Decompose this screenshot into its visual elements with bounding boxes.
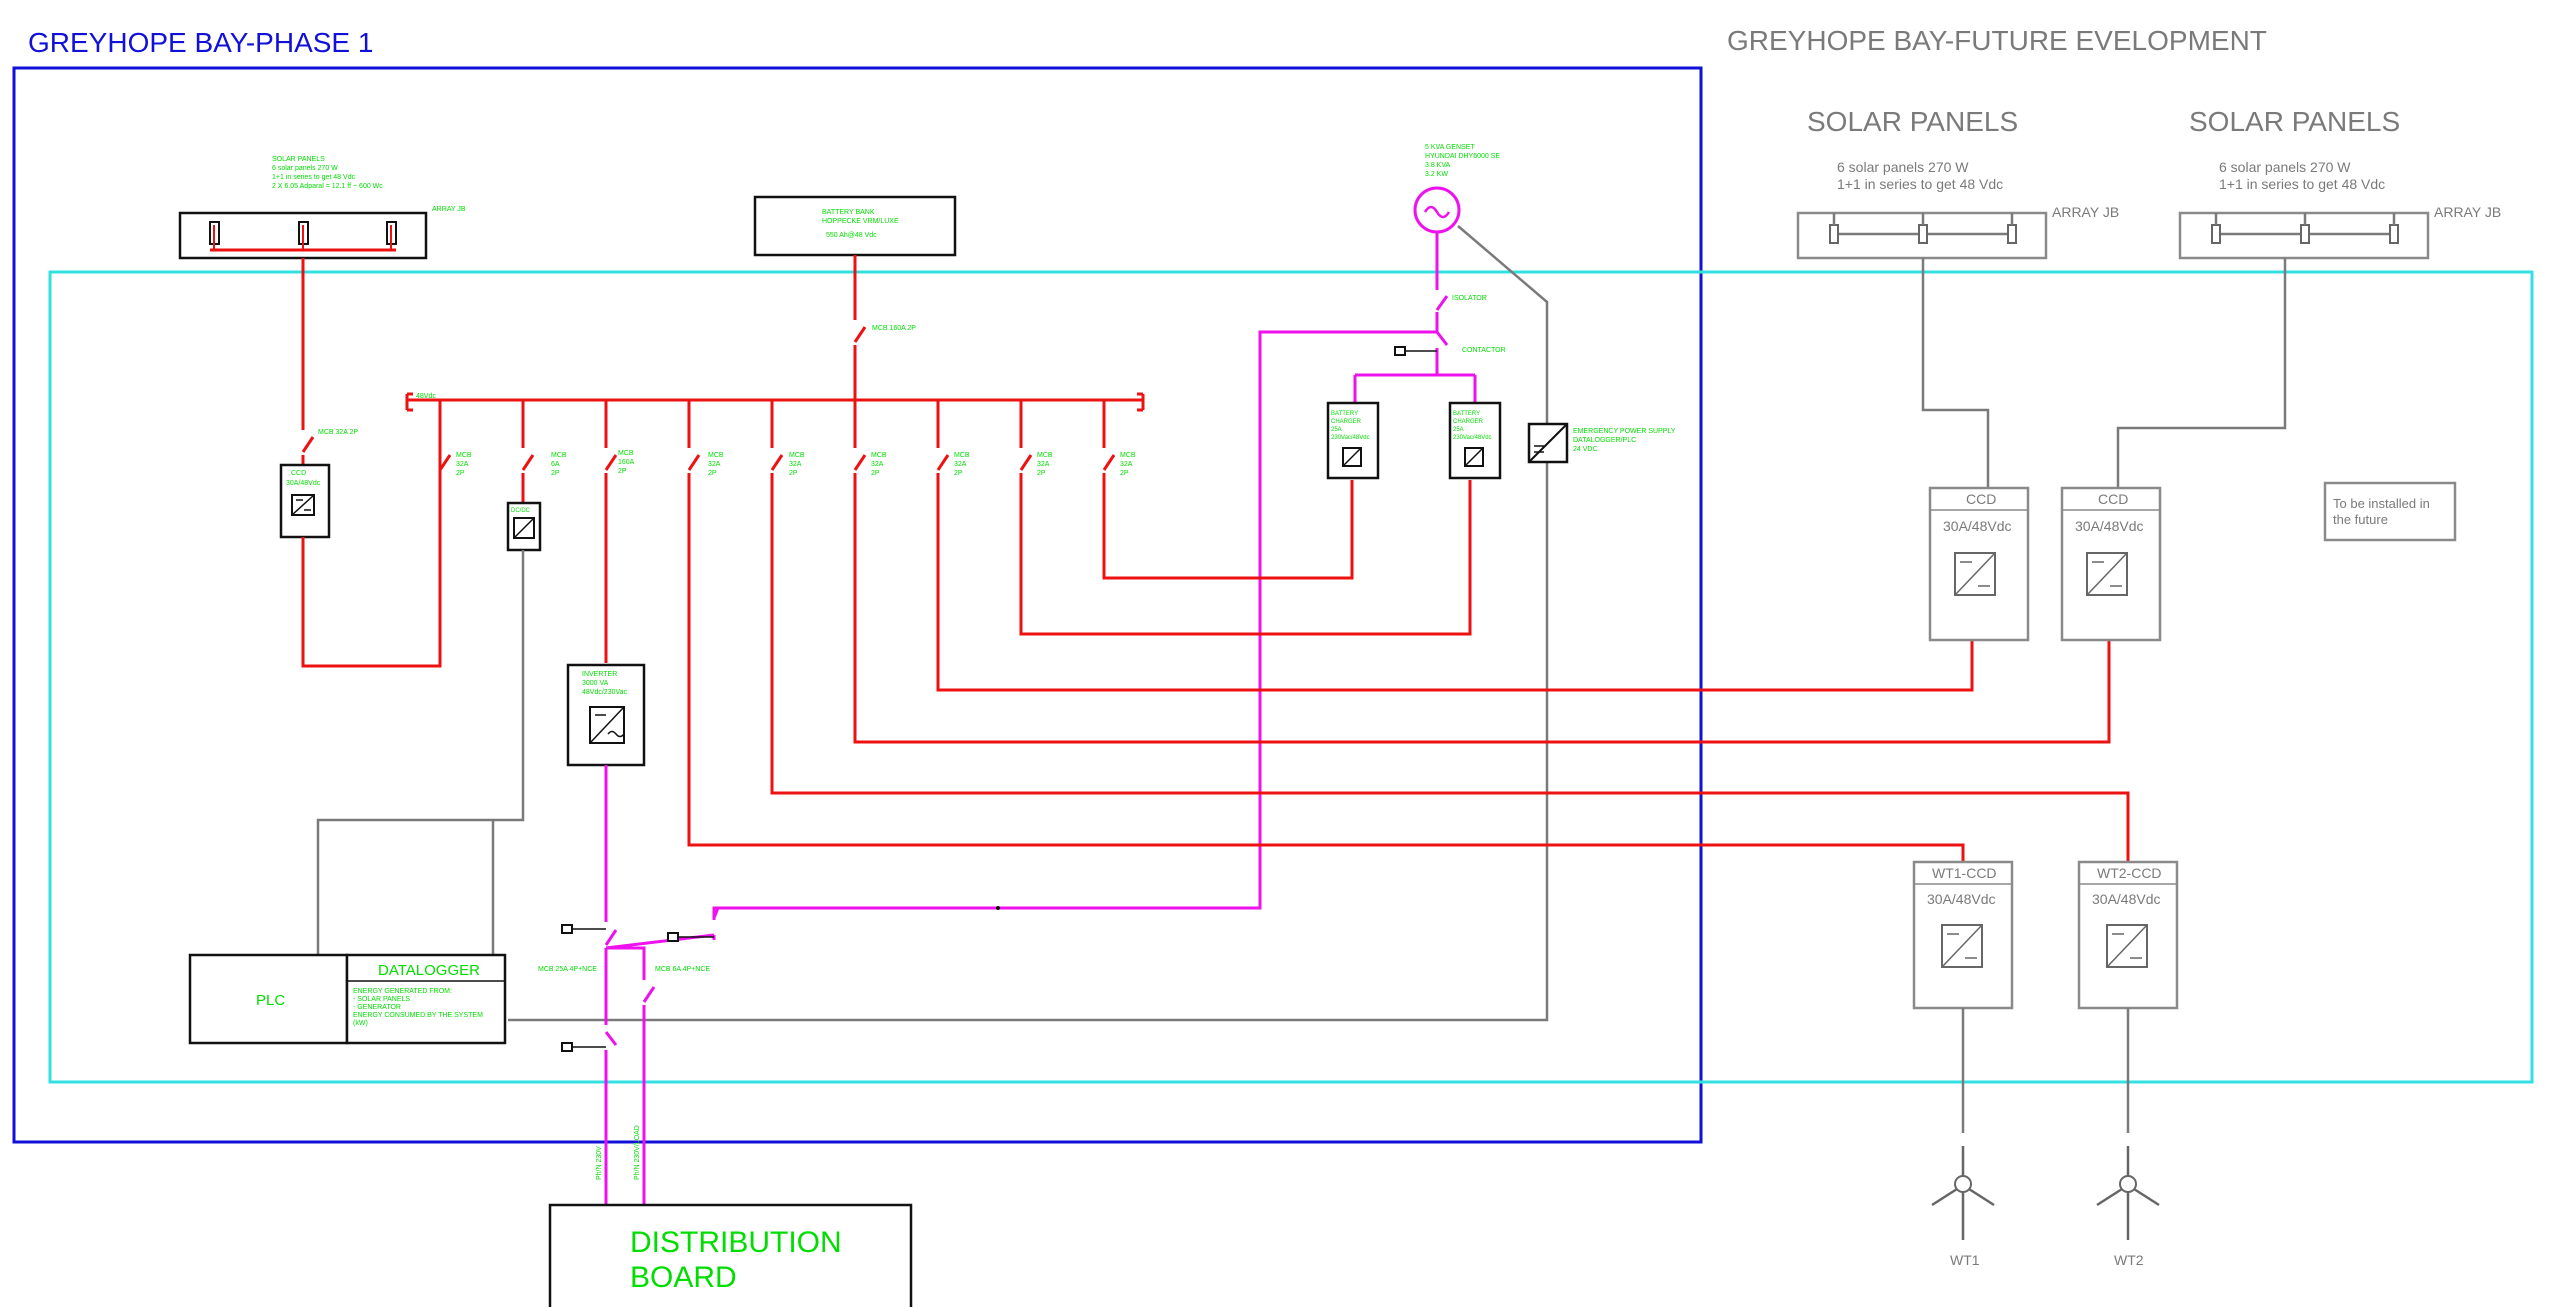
eps-icon [1527, 422, 1569, 464]
wind-turbine-icon-2 [2096, 1146, 2160, 1240]
future-ccd2-spec: 30A/48Vdc [2075, 518, 2144, 534]
wt1-ccd-title: WT1-CCD [1932, 865, 1997, 881]
sine-icon [1423, 205, 1451, 219]
dcdc-signal [316, 550, 525, 955]
datalogger-lines: ENERGY GENERATED FROM: - SOLAR PANELS - … [353, 988, 485, 1027]
dcdc-converter-icon [513, 517, 535, 539]
coil-2 [667, 932, 679, 942]
load-ac-line [606, 946, 656, 1205]
future-solar-right-lines: 6 solar panels 270 W 1+1 in series to ge… [2219, 159, 2385, 192]
future-note-box [2323, 481, 2457, 542]
wt1-ccd-spec: 30A/48Vdc [1927, 891, 1996, 907]
out-label-1: Ph/N 230V [596, 1146, 603, 1180]
future-note: To be installed in the future [2333, 496, 2433, 527]
ccd-mcb-label: MCB 32A 2P [318, 429, 358, 436]
genset-label: 5 KVA GENSET HYUNDAI DHY6000 SE 3.8 KVA … [1425, 144, 1502, 178]
future-solar-right-jb [2178, 211, 2430, 260]
wind-turbine-icon-1 [1931, 1146, 1995, 1240]
wt1-ccd [1912, 860, 2014, 1010]
future-solar-left-jb-label: ARRAY JB [2052, 204, 2119, 220]
phase1-frame [12, 66, 1703, 1144]
wt1-label: WT1 [1950, 1252, 1980, 1268]
busbar [405, 392, 1145, 412]
future-solar-left-lines: 6 solar panels 270 W 1+1 in series to ge… [1837, 159, 2003, 192]
battery-label: BATTERY BANK HOPPECKE VRM/LUXE 550 Ah@48… [822, 209, 901, 239]
future-solar-left-jb [1796, 211, 2048, 260]
mcb-out-1: MCB 25A 4P+NCE [538, 966, 597, 973]
future-ccd2 [2060, 486, 2162, 642]
dcdc-label: DC/DC [511, 508, 531, 514]
battery-mcb-switch [853, 255, 867, 400]
mcb-out-2: MCB 6A 4P+NCE [655, 966, 710, 973]
isolator-switch [1435, 232, 1449, 332]
solar-left-to-ccd1 [1921, 258, 1990, 488]
wt2-label: WT2 [2114, 1252, 2144, 1268]
mcb-switches [440, 400, 2130, 870]
wt2-ccd-spec: 30A/48Vdc [2092, 891, 2161, 907]
future-ccd1 [1928, 486, 2030, 642]
future-solar-right-title: SOLAR PANELS [2189, 106, 2400, 137]
future-ccd2-title: CCD [2098, 491, 2128, 507]
future-solar-left-title: SOLAR PANELS [1807, 106, 2018, 137]
genset-ac-line [712, 330, 1437, 920]
out-label-2: Ph/N 230V/LOAD [634, 1125, 641, 1180]
inverter-ac-line [604, 765, 618, 1205]
charger-1 [1326, 401, 1380, 480]
solar-array-jb [178, 211, 428, 260]
charger-2-icon [1464, 447, 1484, 467]
ccd-to-bus [301, 400, 442, 668]
wt2-ccd-title: WT2-CCD [2097, 865, 2162, 881]
future-title: GREYHOPE BAY-FUTURE EVELOPMENT [1727, 25, 2267, 56]
inverter-icon [589, 706, 625, 744]
genset-signal-line [508, 225, 1549, 1022]
contactor-coil [1394, 346, 1406, 356]
phase1-title: GREYHOPE BAY-PHASE 1 [28, 27, 373, 58]
datalogger-title: DATALOGGER [378, 962, 480, 979]
ccd-mcb-switch [301, 258, 315, 465]
array-jb-label: ARRAY JB [432, 206, 466, 213]
distribution-board [548, 1203, 913, 1307]
busbar-label: 48Vdc [416, 393, 436, 400]
contactor-label: CONTACTOR [1462, 347, 1506, 354]
future-solar-right-jb-label: ARRAY JB [2434, 204, 2501, 220]
converter-icon [291, 494, 315, 516]
plc-label: PLC [256, 992, 285, 1009]
future-ccd1-title: CCD [1966, 491, 1996, 507]
solar-label: SOLAR PANELS 6 solar panels 270 W 1+1 in… [272, 156, 383, 190]
coil-1 [561, 924, 573, 934]
coil-3 [561, 1042, 573, 1052]
distribution-label: DISTRIBUTION BOARD [630, 1226, 850, 1294]
battery-bank [753, 195, 957, 257]
battery-mcb-label: MCB 160A 2P [872, 325, 916, 332]
datalogger-box [345, 953, 507, 1045]
solar-right-to-ccd2 [2116, 258, 2287, 488]
wt2-ccd [2077, 860, 2179, 1010]
plc-box [188, 953, 349, 1045]
charger-1-icon [1342, 447, 1362, 467]
ccd-label: CCD 30A/48Vdc [286, 470, 321, 487]
system-frame [48, 270, 2534, 1084]
future-ccd1-spec: 30A/48Vdc [1943, 518, 2012, 534]
isolator-label: ISOLATOR [1452, 295, 1487, 302]
charger-ac-feed [1353, 360, 1477, 403]
